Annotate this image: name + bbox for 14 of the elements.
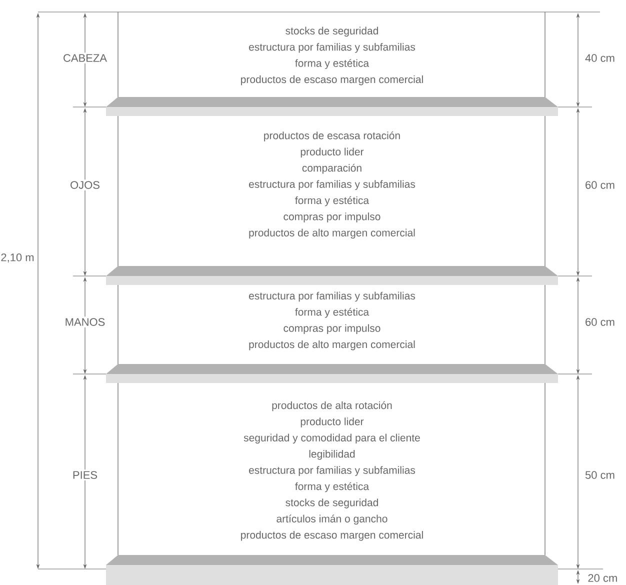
dimension-label: 50 cm bbox=[584, 470, 616, 480]
compartment-text: productos de escasa rotación producto lider comparación estructura por familias y subfamilias forma y estética compras por impulso productos de alto margen comercial bbox=[249, 131, 416, 239]
zone-label: PIES bbox=[70, 470, 100, 480]
zone-label: MANOS bbox=[63, 316, 107, 328]
dimension-label: 20 cm bbox=[586, 572, 620, 584]
zone-label: CABEZA bbox=[62, 52, 108, 64]
dimension-label: 2,10 m bbox=[0, 252, 36, 264]
dimension-label: 60 cm bbox=[584, 180, 616, 190]
compartment-text: estructura por familias y subfamilias forma y estética compras por impulso productos de alto margen comercial bbox=[249, 292, 416, 350]
dimension-label: 40 cm bbox=[584, 52, 616, 64]
compartment-text: productos de alta rotación producto lider seguridad y comodidad para el cliente legibilidad estructura por familias y subfamilias forma y estética stocks de seguridad artículos imán o gancho productos de escaso margen comercial bbox=[241, 401, 423, 541]
zone-label: OJOS bbox=[68, 180, 102, 190]
dimension-label: 60 cm bbox=[584, 316, 616, 328]
compartment-text: stocks de seguridad estructura por familias y subfamilias forma y estética productos de escaso margen comercial bbox=[241, 26, 423, 86]
